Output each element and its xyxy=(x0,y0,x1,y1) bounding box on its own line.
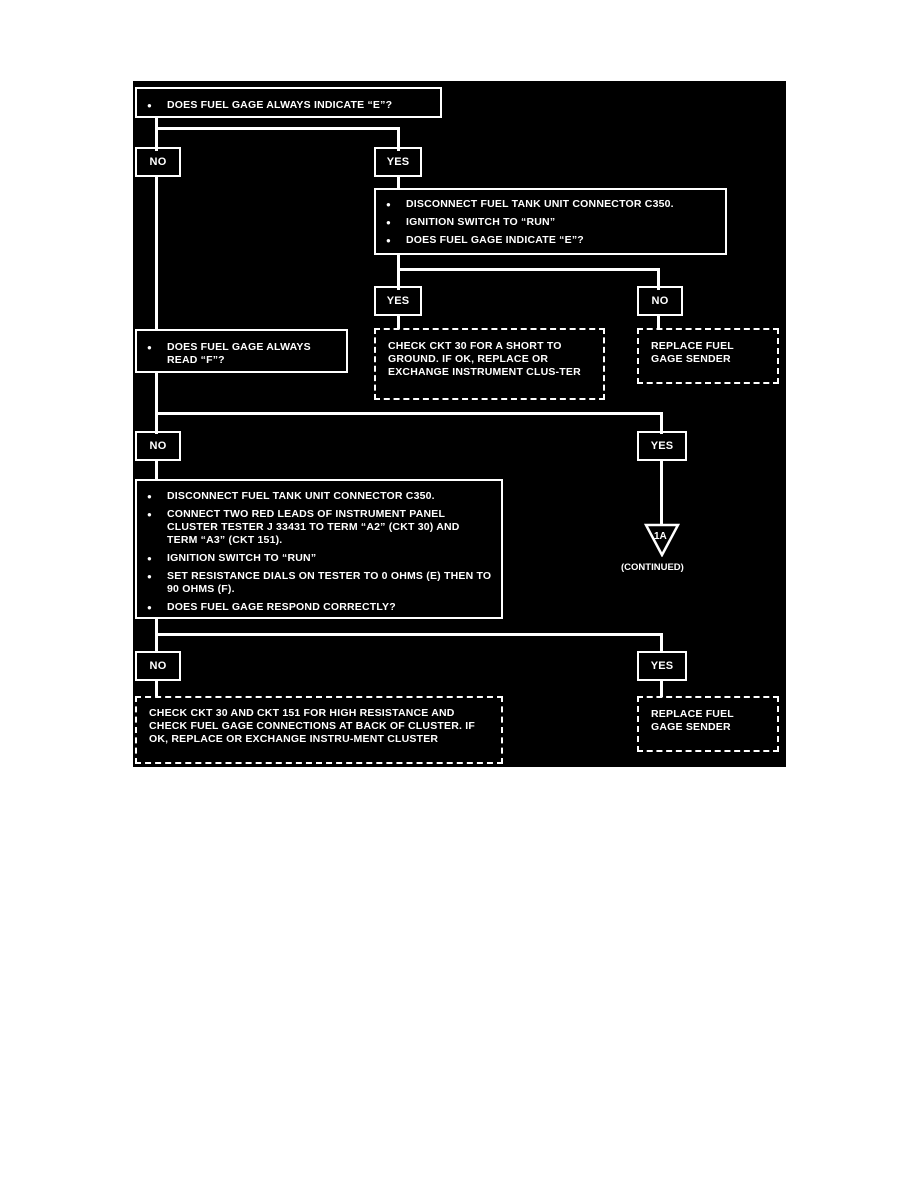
connector-line xyxy=(155,633,663,636)
continued-note: (CONTINUED) xyxy=(621,562,684,573)
step-text: IGNITION SWITCH TO “RUN” xyxy=(137,552,493,565)
connector-line xyxy=(155,412,663,415)
answer-label-no: NO xyxy=(135,147,181,177)
terminal-label: 1A xyxy=(654,531,667,542)
continuation-terminal xyxy=(644,523,680,557)
question-gage-always-e: DOES FUEL GAGE ALWAYS INDICATE “E”? xyxy=(135,87,442,118)
fuel-gage-flowchart: DOES FUEL GAGE ALWAYS INDICATE “E”? NO Y… xyxy=(133,81,786,767)
connector-line xyxy=(397,127,400,151)
connector-line xyxy=(155,116,158,151)
connector-line xyxy=(155,679,158,697)
question-text: DOES FUEL GAGE ALWAYS READ “F”? xyxy=(137,341,340,367)
question-text: DOES FUEL GAGE ALWAYS INDICATE “E”? xyxy=(137,99,434,112)
step-text: DISCONNECT FUEL TANK UNIT CONNECTOR C350… xyxy=(137,490,493,503)
action-check-high-resistance: CHECK CKT 30 AND CKT 151 FOR HIGH RESIST… xyxy=(135,696,503,764)
connector-line xyxy=(397,176,400,188)
connector-line xyxy=(657,315,660,329)
step-text: DOES FUEL GAGE INDICATE “E”? xyxy=(376,234,719,247)
action-replace-fuel-gage-sender: REPLACE FUEL GAGE SENDER xyxy=(637,696,779,752)
answer-label-no: NO xyxy=(135,651,181,681)
connector-line xyxy=(660,412,663,434)
connector-line xyxy=(397,315,400,329)
answer-label-no: NO xyxy=(637,286,683,316)
connector-line xyxy=(660,679,663,697)
action-check-ckt30-short: CHECK CKT 30 FOR A SHORT TO GROUND. IF O… xyxy=(374,328,605,400)
connector-line xyxy=(155,460,158,480)
connector-line xyxy=(660,460,663,524)
step-text: CONNECT TWO RED LEADS OF INSTRUMENT PANE… xyxy=(137,508,493,547)
connector-line xyxy=(657,268,660,290)
connector-line xyxy=(397,268,660,271)
connector-line xyxy=(660,633,663,653)
answer-label-yes: YES xyxy=(374,147,422,177)
question-disconnect-check-e: DISCONNECT FUEL TANK UNIT CONNECTOR C350… xyxy=(374,188,727,255)
action-replace-fuel-gage-sender: REPLACE FUEL GAGE SENDER xyxy=(637,328,779,384)
step-text: DISCONNECT FUEL TANK UNIT CONNECTOR C350… xyxy=(376,198,719,211)
connector-line xyxy=(397,254,400,290)
question-tester-procedure: DISCONNECT FUEL TANK UNIT CONNECTOR C350… xyxy=(135,479,503,619)
connector-line xyxy=(155,372,158,434)
step-text: IGNITION SWITCH TO “RUN” xyxy=(376,216,719,229)
answer-label-no: NO xyxy=(135,431,181,461)
question-gage-always-f: DOES FUEL GAGE ALWAYS READ “F”? xyxy=(135,329,348,373)
answer-label-yes: YES xyxy=(374,286,422,316)
step-text: SET RESISTANCE DIALS ON TESTER TO 0 OHMS… xyxy=(137,570,493,596)
step-text: DOES FUEL GAGE RESPOND CORRECTLY? xyxy=(137,601,493,614)
answer-label-yes: YES xyxy=(637,431,687,461)
connector-line xyxy=(155,176,158,330)
connector-line xyxy=(155,127,400,130)
answer-label-yes: YES xyxy=(637,651,687,681)
